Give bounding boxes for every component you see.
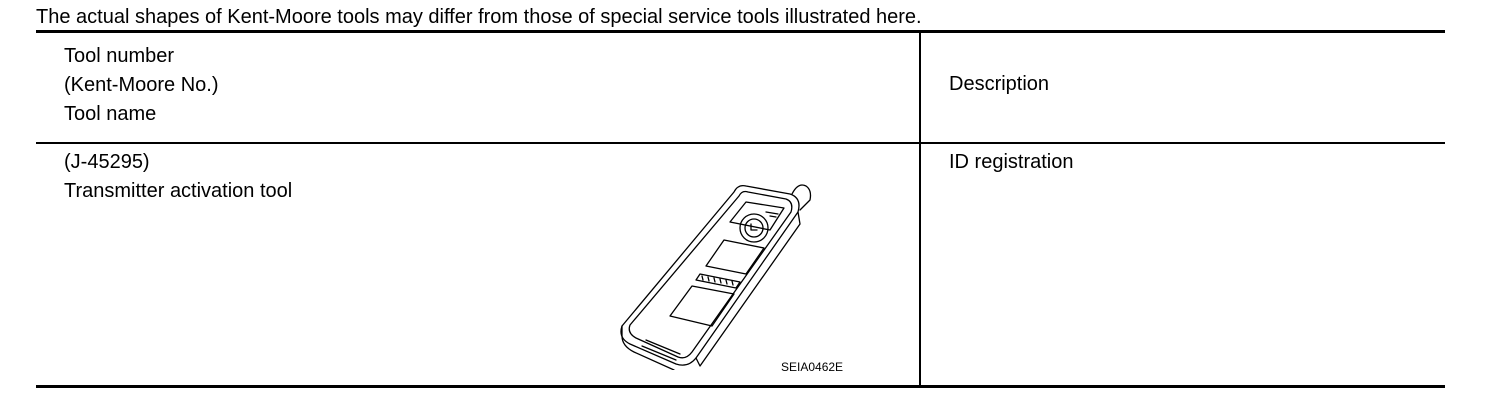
row-tool-name: Transmitter activation tool	[64, 180, 293, 202]
table-header-rule	[36, 142, 1445, 144]
header-description: Description	[949, 73, 1050, 95]
header-tool-name: Tool name	[64, 103, 157, 125]
header-kent-moore-no: (Kent-Moore No.)	[64, 74, 219, 96]
transmitter-activation-tool-illustration	[620, 184, 812, 370]
header-tool-number: Tool number	[64, 45, 175, 67]
row-description: ID registration	[949, 151, 1074, 173]
table-top-rule	[36, 30, 1445, 33]
tool-disclaimer-note: The actual shapes of Kent-Moore tools ma…	[36, 6, 922, 28]
figure-code: SEIA0462E	[781, 360, 844, 374]
table-bottom-rule	[36, 385, 1445, 388]
header-tool-cell: Tool number (Kent-Moore No.) Tool name	[64, 42, 219, 129]
row-kent-moore-no: (J-45295)	[64, 151, 150, 173]
table-column-divider	[919, 30, 921, 388]
table-row-tool-cell: (J-45295) Transmitter activation tool	[64, 148, 292, 206]
special-service-tools-table: Tool number (Kent-Moore No.) Tool name D…	[36, 30, 1445, 390]
